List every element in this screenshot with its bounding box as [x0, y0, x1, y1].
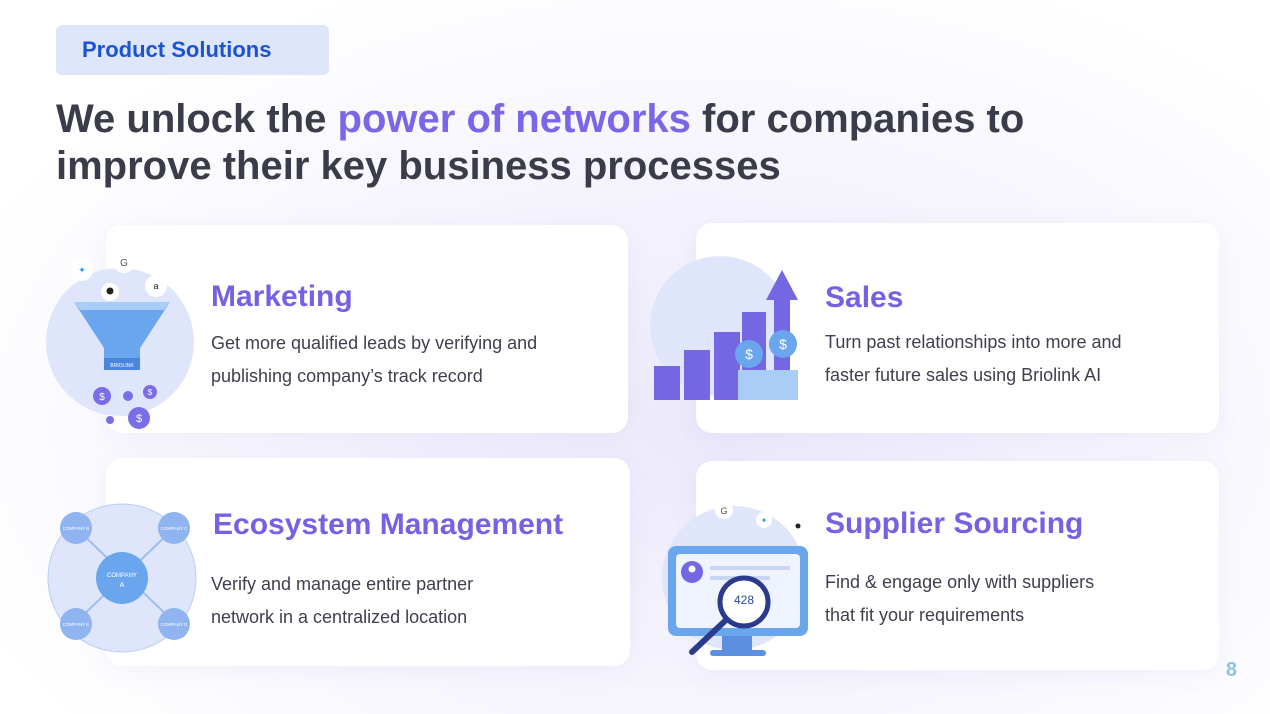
- svg-text:$: $: [779, 336, 787, 352]
- page-number: 8: [1225, 659, 1237, 681]
- ecosystem-node-e: COMPANY E: [63, 622, 90, 627]
- svg-text:$: $: [136, 413, 142, 425]
- svg-text:$: $: [745, 346, 753, 362]
- svg-text:G: G: [120, 258, 128, 269]
- ecosystem-title: Ecosystem Management: [213, 508, 564, 541]
- github-icon: [792, 520, 804, 532]
- marketing-text-line2: publishing company’s track record: [211, 366, 483, 386]
- google-icon: G: [113, 251, 135, 273]
- dollar-icon: $ $ $: [93, 385, 157, 429]
- ecosystem-center-letter: A: [120, 582, 125, 589]
- svg-text:✦: ✦: [78, 266, 86, 276]
- funnel-label: BRIOLINK: [110, 363, 134, 369]
- headline-part2: for companies to improve their key busin…: [56, 97, 1025, 188]
- search-icon: [689, 575, 771, 655]
- ecosystem-network-illustration: COMPANY A COMPANY B COMPANY C COMPANY E …: [47, 503, 197, 653]
- ecosystem-node-d: COMPANY D: [161, 622, 189, 627]
- marketing-title: Marketing: [211, 280, 353, 313]
- sales-title: Sales: [825, 281, 904, 314]
- supplier-text-line2: that fit your requirements: [825, 605, 1025, 625]
- github-icon: [101, 283, 119, 301]
- sales-text-line2: faster future sales using Briolink AI: [825, 365, 1102, 385]
- headline-part1: We unlock the: [56, 97, 338, 141]
- sales-growth-illustration: $ $: [650, 256, 798, 400]
- dollar-icon: $ $: [735, 330, 797, 368]
- marketing-text-line1: Get more qualified leads by verifying an…: [211, 333, 538, 353]
- ecosystem-node-c: COMPANY C: [161, 526, 189, 531]
- ecosystem-node-b: COMPANY B: [63, 526, 90, 531]
- svg-text:$: $: [99, 392, 105, 403]
- svg-text:✦: ✦: [761, 516, 768, 525]
- supplier-title: Supplier Sourcing: [825, 507, 1084, 540]
- twitter-icon: ✦: [756, 512, 772, 528]
- twitter-icon: ✦: [71, 259, 93, 281]
- svg-text:$: $: [148, 388, 153, 397]
- page-headline: We unlock the power of networks for comp…: [56, 96, 1176, 190]
- ecosystem-text-line1: Verify and manage entire partner: [211, 574, 474, 594]
- marketing-card: [106, 225, 628, 433]
- ecosystem-text-line2: network in a centralized location: [211, 607, 468, 627]
- marketing-funnel-illustration: BRIOLINK ✦ G a $ $ $: [46, 251, 194, 429]
- svg-text:G: G: [720, 506, 727, 516]
- amazon-icon: a: [145, 275, 167, 297]
- user-icon: [681, 561, 703, 583]
- supplier-text-line1: Find & engage only with suppliers: [825, 572, 1095, 592]
- supplier-count: 428: [734, 593, 754, 607]
- section-tag: Product Solutions: [56, 25, 329, 75]
- headline-accent: power of networks: [337, 97, 691, 141]
- sales-text-line1: Turn past relationships into more and: [825, 332, 1122, 352]
- google-icon: G: [715, 501, 733, 519]
- ecosystem-center-label: COMPANY: [107, 573, 137, 579]
- svg-text:a: a: [153, 281, 158, 291]
- supplier-search-illustration: 428 G ✦: [662, 501, 808, 656]
